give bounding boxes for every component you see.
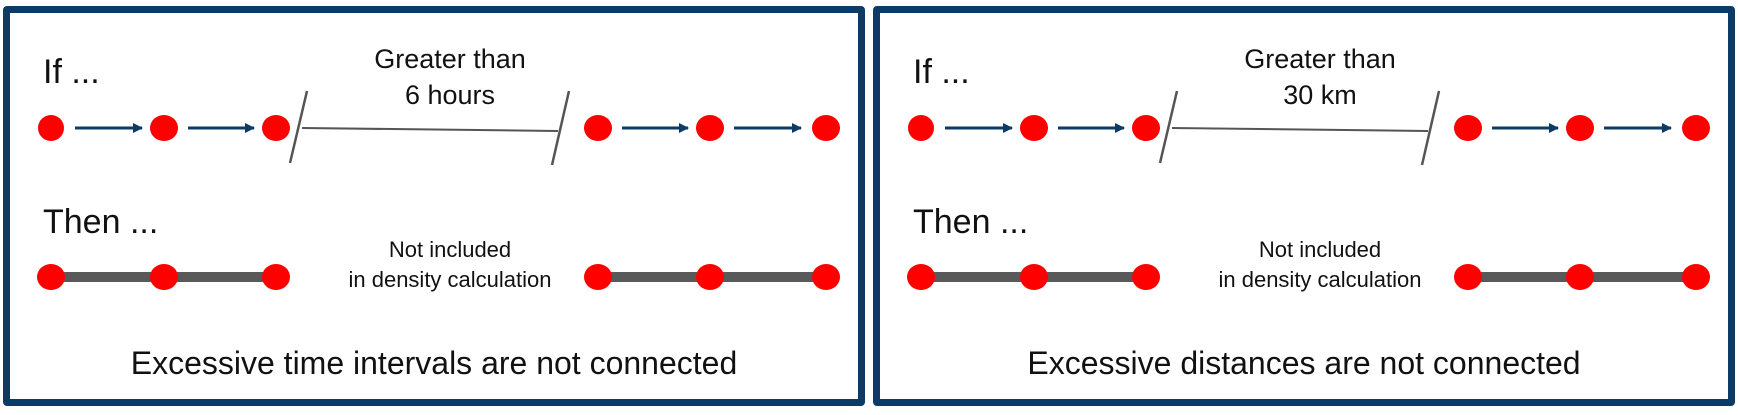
- gap-indicator: [288, 90, 571, 166]
- gap-indicator: [1158, 90, 1441, 166]
- distance-panel: If ... Greater than 30 km Then ... Not i…: [873, 6, 1735, 406]
- gap-label-line2: 30 km: [1283, 80, 1357, 110]
- excluded-note: Not included in density calculation: [1150, 235, 1490, 295]
- gap-label-line1: Greater than: [374, 44, 526, 74]
- note-line1: Not included: [388, 237, 512, 262]
- time-interval-panel: If ... Greater than 6 hours Then ... Not…: [3, 6, 865, 406]
- excluded-note: Not included in density calculation: [280, 235, 620, 295]
- if-label: If ...: [43, 53, 100, 91]
- panel-caption: Excessive distances are not connected: [1027, 345, 1581, 381]
- then-label: Then ...: [43, 203, 159, 241]
- gap-label-line1: Greater than: [1244, 44, 1396, 74]
- then-label: Then ...: [913, 203, 1029, 241]
- connected-tracks-then: [907, 264, 1710, 290]
- connected-tracks-then: [37, 264, 840, 290]
- gap-threshold-label: Greater than 30 km: [1150, 41, 1490, 113]
- gap-threshold-label: Greater than 6 hours: [280, 41, 620, 113]
- gap-label-line2: 6 hours: [404, 80, 496, 110]
- note-line2: in density calculation: [348, 267, 552, 292]
- if-label: If ...: [913, 53, 970, 91]
- note-line1: Not included: [1258, 237, 1382, 262]
- time-diagram-graphic: [37, 90, 840, 290]
- gps-points-if: [38, 115, 840, 141]
- panel-caption: Excessive time intervals are not connect…: [130, 345, 738, 381]
- gps-points-if: [908, 115, 1710, 141]
- note-line2: in density calculation: [1218, 267, 1422, 292]
- distance-diagram-graphic: [907, 90, 1710, 290]
